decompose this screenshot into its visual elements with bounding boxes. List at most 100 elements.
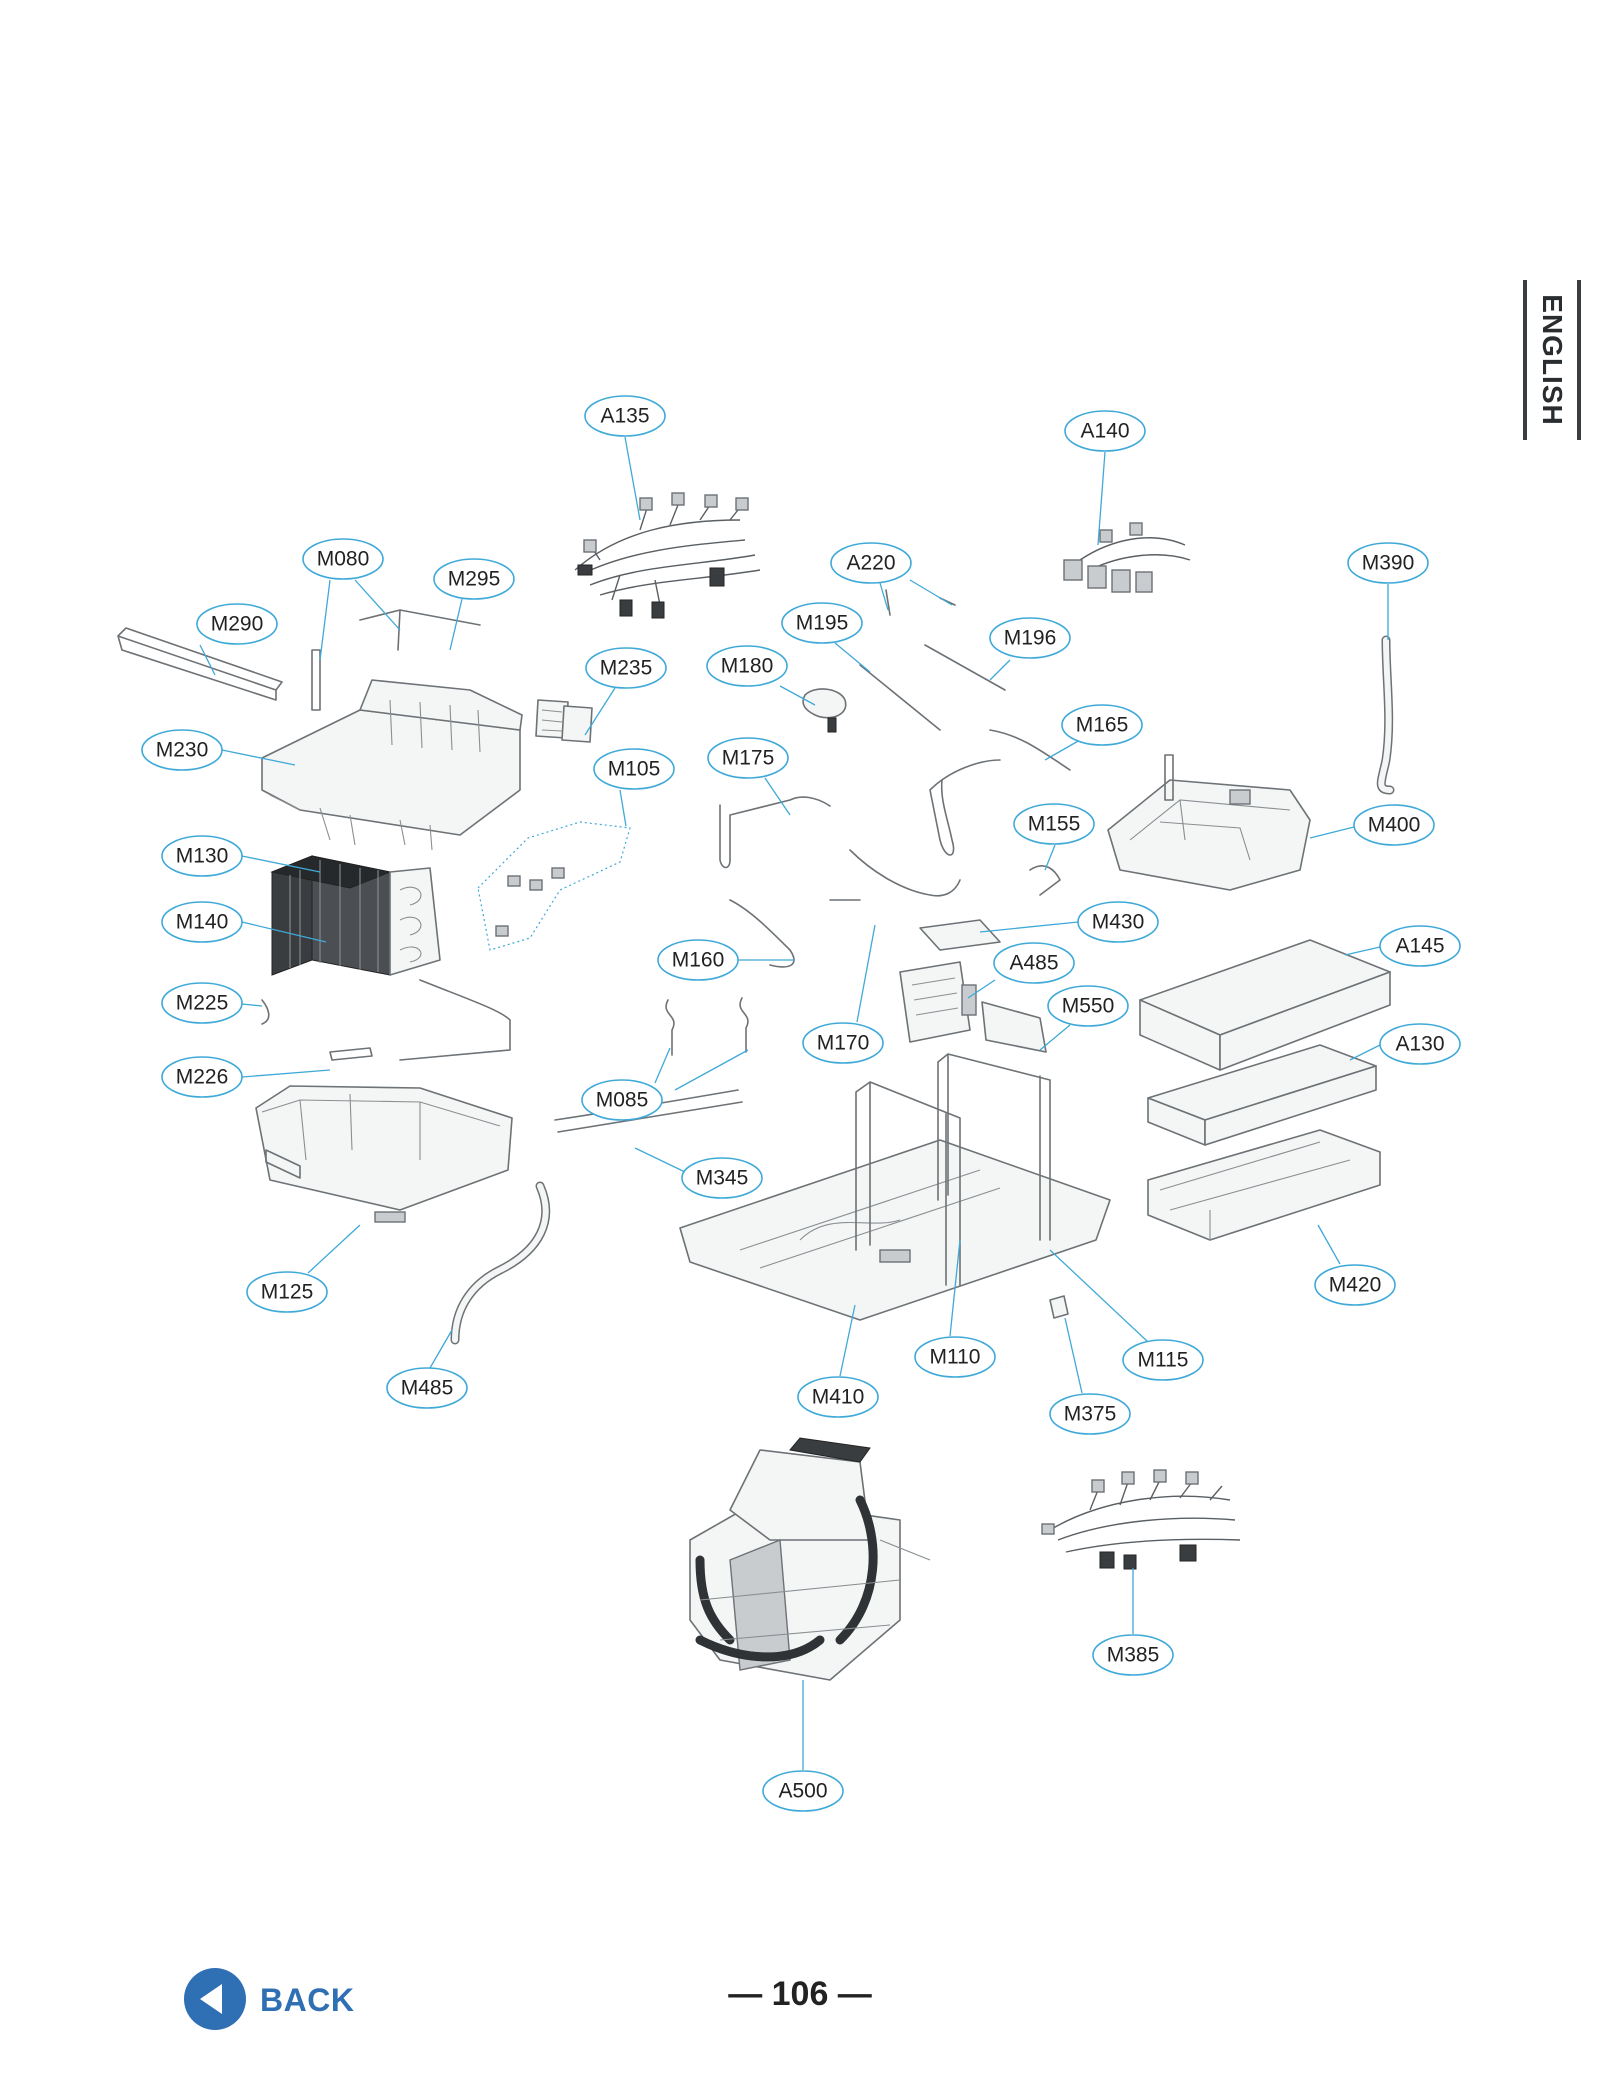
callout-m230: M230 bbox=[141, 729, 296, 771]
callout-label-m115: M115 bbox=[1138, 1349, 1189, 1372]
callout-a485: A485 bbox=[967, 942, 1075, 999]
language-tab-label: ENGLISH bbox=[1537, 294, 1568, 426]
part-a135-wire-harness bbox=[574, 492, 761, 619]
callout-label-a485: A485 bbox=[1009, 952, 1058, 975]
part-m430-label bbox=[919, 919, 1001, 951]
part-m125-drain-pan bbox=[255, 1085, 513, 1223]
callout-a130: A130 bbox=[1349, 1023, 1461, 1065]
callout-m105: M105 bbox=[593, 748, 675, 827]
language-tab[interactable]: ENGLISH bbox=[1523, 280, 1581, 440]
callout-label-m410: M410 bbox=[812, 1386, 865, 1409]
callout-m165: M165 bbox=[1044, 704, 1143, 761]
part-m375-sensor bbox=[1049, 1295, 1069, 1319]
part-m385-wire-harness bbox=[1041, 1469, 1241, 1570]
callout-m345: M345 bbox=[634, 1147, 763, 1199]
callout-m140: M140 bbox=[161, 901, 327, 943]
callout-m085: M085 bbox=[581, 1047, 749, 1121]
callout-label-m195: M195 bbox=[796, 612, 849, 635]
callout-m115: M115 bbox=[1049, 1249, 1204, 1381]
callout-a140: A140 bbox=[1064, 410, 1146, 546]
callout-label-m290: M290 bbox=[211, 613, 264, 636]
callout-a220: A220 bbox=[830, 542, 953, 611]
part-a485-control-box bbox=[899, 961, 977, 1043]
part-a130-board-box bbox=[1147, 1044, 1377, 1146]
callout-label-m226: M226 bbox=[176, 1066, 229, 1089]
callout-label-m550: M550 bbox=[1062, 995, 1115, 1018]
part-m226-gasket bbox=[261, 999, 373, 1061]
callout-m080: M080 bbox=[302, 538, 401, 661]
callout-label-m235: M235 bbox=[600, 657, 653, 680]
part-m115-frame bbox=[937, 1053, 1051, 1241]
callout-m226: M226 bbox=[161, 1056, 331, 1098]
callout-label-m485: M485 bbox=[401, 1377, 454, 1400]
callout-label-m225: M225 bbox=[176, 992, 229, 1015]
callout-m160: M160 bbox=[657, 939, 795, 981]
callout-label-a220: A220 bbox=[846, 552, 895, 575]
callout-label-m155: M155 bbox=[1028, 813, 1081, 836]
callout-label-a500: A500 bbox=[778, 1780, 827, 1803]
part-m235-filters bbox=[535, 699, 593, 743]
callout-m295: M295 bbox=[433, 558, 515, 651]
part-sensors bbox=[802, 589, 1006, 733]
callout-a500: A500 bbox=[762, 1680, 844, 1812]
callout-m125: M125 bbox=[246, 1224, 361, 1313]
callout-m235: M235 bbox=[584, 647, 667, 736]
callout-label-m160: M160 bbox=[672, 949, 725, 972]
part-m420-tray bbox=[1147, 1129, 1381, 1241]
callout-m420: M420 bbox=[1314, 1224, 1396, 1306]
part-m290-handle bbox=[117, 627, 283, 701]
callout-a145: A145 bbox=[1344, 925, 1461, 967]
back-arrow-icon bbox=[184, 1968, 246, 2030]
part-m230-upper-housing bbox=[261, 609, 523, 851]
callout-m180: M180 bbox=[706, 645, 816, 706]
page-number: — 106 — bbox=[728, 1975, 872, 2013]
callout-label-m125: M125 bbox=[261, 1281, 314, 1304]
callout-m225: M225 bbox=[161, 982, 263, 1024]
callout-m385: M385 bbox=[1092, 1568, 1174, 1676]
callout-m410: M410 bbox=[797, 1304, 879, 1418]
callout-label-m180: M180 bbox=[721, 655, 774, 678]
callout-label-a135: A135 bbox=[600, 405, 649, 428]
callout-label-m196: M196 bbox=[1004, 627, 1057, 650]
callout-m175: M175 bbox=[707, 737, 791, 816]
callout-label-a130: A130 bbox=[1395, 1033, 1444, 1056]
callout-label-m105: M105 bbox=[608, 758, 661, 781]
callout-label-m390: M390 bbox=[1362, 552, 1415, 575]
callout-label-m165: M165 bbox=[1076, 714, 1129, 737]
back-label: BACK bbox=[260, 1982, 355, 2018]
callout-m195: M195 bbox=[781, 602, 871, 673]
callout-label-m085: M085 bbox=[596, 1089, 649, 1112]
callout-label-m420: M420 bbox=[1329, 1274, 1382, 1297]
callout-m110: M110 bbox=[914, 1239, 996, 1378]
callout-m390: M390 bbox=[1347, 542, 1429, 640]
callout-m155: M155 bbox=[1013, 803, 1095, 871]
callout-m400: M400 bbox=[1309, 804, 1435, 846]
part-refrigerant-pipes bbox=[719, 729, 1071, 968]
part-m550-bracket bbox=[981, 1001, 1047, 1053]
callout-m430: M430 bbox=[979, 901, 1159, 943]
callout-label-m110: M110 bbox=[930, 1346, 981, 1369]
part-m140-evaporator bbox=[270, 855, 511, 1061]
callout-label-m170: M170 bbox=[817, 1032, 870, 1055]
callout-label-m375: M375 bbox=[1064, 1403, 1117, 1426]
back-button[interactable]: BACK bbox=[184, 1968, 364, 2034]
callout-label-a145: A145 bbox=[1395, 935, 1444, 958]
callout-label-m345: M345 bbox=[696, 1167, 749, 1190]
callout-m290: M290 bbox=[196, 603, 278, 676]
part-m085-clips bbox=[665, 997, 749, 1056]
callout-m375: M375 bbox=[1049, 1317, 1131, 1435]
callout-a135: A135 bbox=[584, 395, 666, 521]
callout-m196: M196 bbox=[989, 617, 1071, 681]
callout-label-a140: A140 bbox=[1080, 420, 1129, 443]
callout-m130: M130 bbox=[161, 835, 321, 877]
callout-label-m230: M230 bbox=[156, 739, 209, 762]
part-m110-frame bbox=[855, 1081, 961, 1286]
callout-label-m080: M080 bbox=[317, 548, 370, 571]
callout-label-m295: M295 bbox=[448, 568, 501, 591]
part-m400-reservoir bbox=[1107, 754, 1311, 891]
callout-label-m385: M385 bbox=[1107, 1644, 1160, 1667]
part-a140-connectors bbox=[1063, 522, 1191, 593]
callout-m485: M485 bbox=[386, 1329, 468, 1409]
callout-label-m175: M175 bbox=[722, 747, 775, 770]
